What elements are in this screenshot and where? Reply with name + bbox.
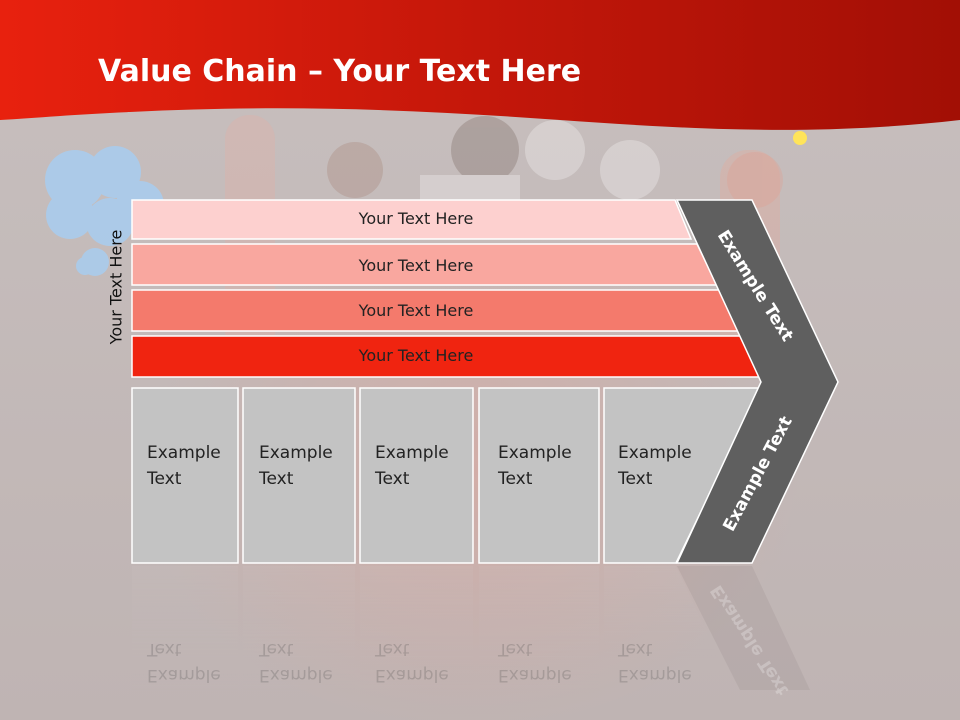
header-banner: [0, 0, 960, 130]
card-3-shape: [359, 387, 474, 564]
card-1: Example Text: [133, 388, 238, 563]
card-4-reflection-label: Example Text: [498, 639, 572, 685]
card-4: Example Text: [484, 388, 599, 563]
card-5-shape: [603, 387, 763, 564]
card-2-reflection-label: Example Text: [259, 639, 333, 685]
title-rest: – Your Text Here: [297, 54, 582, 89]
band-1: [131, 199, 693, 240]
card-2: Example Text: [245, 388, 355, 563]
card-5: Example Text: [604, 388, 714, 563]
card-3-label: Example Text: [375, 443, 449, 489]
page-title: Value Chain – Your Text Here: [98, 52, 581, 92]
card-1-shape: [131, 387, 239, 564]
reflection: [132, 566, 810, 696]
paper-figures: [327, 116, 783, 215]
card-2-reflection: Example Text: [245, 628, 355, 688]
card-3: Example Text: [361, 388, 473, 563]
band-3-label: Your Text Here: [358, 301, 474, 320]
vertical-label: Your Text Here: [106, 229, 126, 345]
card-5-label: Example Text: [618, 443, 692, 489]
band-2-label: Your Text Here: [358, 256, 474, 275]
chevron-arrow: [675, 199, 839, 564]
card-1-reflection-label: Example Text: [147, 639, 221, 685]
card-3-reflection: Example Text: [361, 628, 473, 688]
card-2-label: Example Text: [259, 443, 333, 489]
card-4-reflection: Example Text: [484, 628, 599, 688]
card-3-reflection-label: Example Text: [375, 639, 449, 685]
flower-icon: [793, 131, 807, 145]
band-1-label: Your Text Here: [358, 209, 474, 228]
card-5-reflection: Example Text: [604, 628, 714, 688]
band-4-label: Your Text Here: [358, 346, 474, 365]
card-5-reflection-label: Example Text: [618, 639, 692, 685]
card-4-label: Example Text: [498, 443, 572, 489]
card-2-shape: [242, 387, 356, 564]
card-1-reflection: Example Text: [133, 628, 238, 688]
title-bold: Value Chain: [98, 54, 298, 89]
card-1-label: Example Text: [147, 443, 221, 489]
card-4-shape: [478, 387, 600, 564]
